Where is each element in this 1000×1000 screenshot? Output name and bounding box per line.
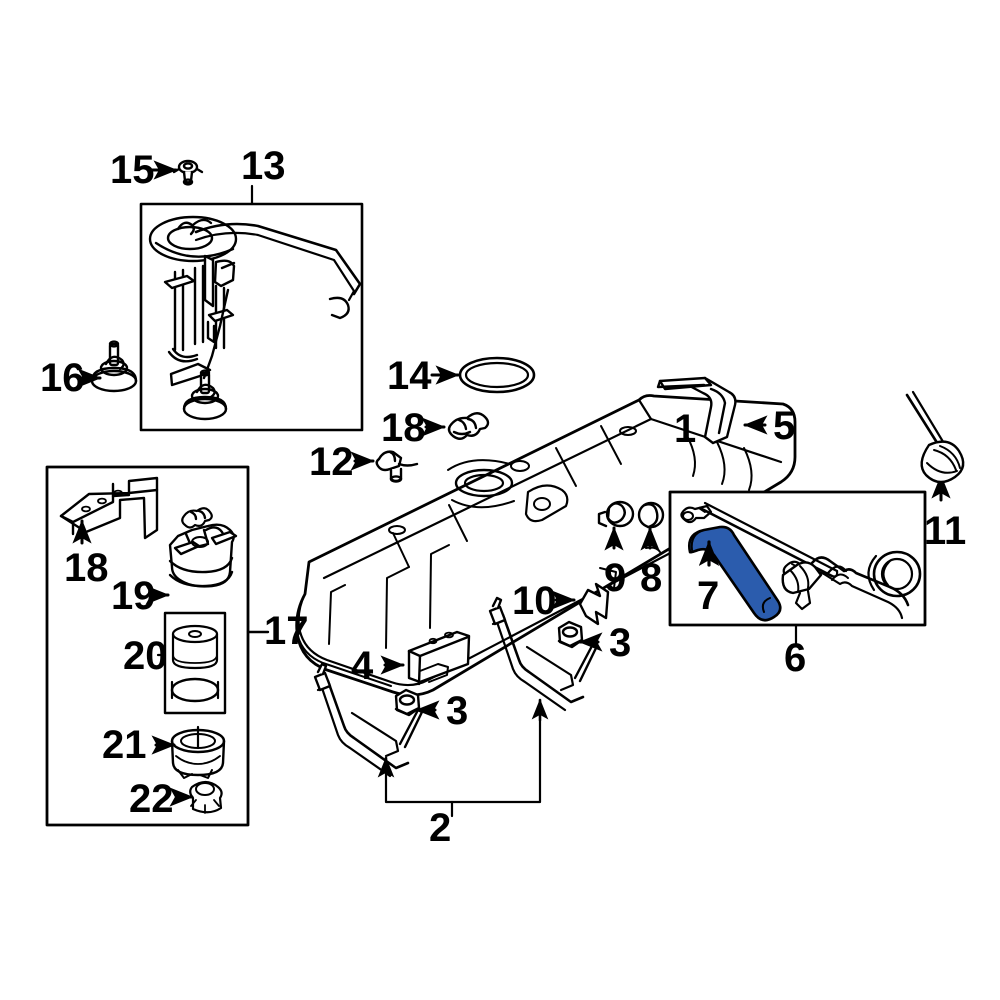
- callout-20[interactable]: 20: [123, 634, 168, 678]
- callout-5[interactable]: 5: [773, 404, 796, 448]
- callout-3-upper[interactable]: 3: [609, 621, 632, 665]
- callout-11[interactable]: 11: [924, 509, 967, 553]
- callout-16[interactable]: 16: [40, 356, 85, 400]
- callout-1[interactable]: 1: [674, 407, 697, 451]
- callout-15[interactable]: 15: [110, 148, 155, 192]
- callout-7[interactable]: 7: [697, 574, 720, 618]
- part-22-drain-valve: [169, 780, 223, 814]
- callout-18-lower[interactable]: 18: [64, 546, 109, 590]
- part-4-mounting-bracket: [380, 630, 471, 686]
- part-16-stud: [76, 340, 138, 393]
- callout-17[interactable]: 17: [264, 609, 309, 653]
- part-18-clip-upper: [421, 412, 490, 440]
- part-9-hose-clamp: [597, 500, 635, 551]
- part-18-filter-bracket: [59, 476, 159, 545]
- part-10-shield-bracket: [551, 582, 610, 626]
- part-3-strap-nut-upper: [557, 620, 603, 652]
- filler-pipe: [781, 550, 922, 620]
- callout-4[interactable]: 4: [351, 644, 374, 688]
- callout-18-upper[interactable]: 18: [381, 406, 426, 450]
- part-15-screw: [150, 159, 204, 186]
- callout-14[interactable]: 14: [387, 354, 432, 398]
- callout-9[interactable]: 9: [604, 556, 627, 600]
- part-12-clip: [350, 450, 419, 483]
- part-8-hose-clamp: [637, 501, 665, 551]
- part-21-separator-bowl: [151, 725, 226, 779]
- callout-21[interactable]: 21: [102, 723, 147, 767]
- callout-12[interactable]: 12: [309, 440, 354, 484]
- callout-2[interactable]: 2: [429, 806, 452, 850]
- box-6-filler-pipe-assembly: [668, 490, 927, 646]
- callout-3-lower[interactable]: 3: [446, 689, 469, 733]
- part-3-strap-nut-lower: [394, 688, 440, 720]
- part-11-filler-cap: [905, 390, 965, 502]
- filter-clip: [181, 507, 213, 529]
- callout-10[interactable]: 10: [512, 579, 557, 623]
- callout-6[interactable]: 6: [784, 636, 807, 680]
- part-14-gasket-ring: [430, 356, 536, 394]
- callout-8[interactable]: 8: [640, 556, 663, 600]
- part-7-filler-hose-highlight: [688, 525, 782, 622]
- callout-13[interactable]: 13: [241, 144, 286, 188]
- part-1-fuel-tank: [295, 394, 797, 697]
- stud-in-box: [182, 369, 228, 421]
- part-5-heat-shield: [656, 376, 768, 445]
- box-13-fuel-pump-assembly: [139, 184, 364, 432]
- callout-19[interactable]: 19: [111, 574, 156, 618]
- callout-22[interactable]: 22: [129, 777, 174, 821]
- part-20-filter-element-box: [156, 611, 227, 715]
- box-17-fuel-filter-assembly: [45, 465, 270, 827]
- part-19-filter-head: [145, 523, 238, 605]
